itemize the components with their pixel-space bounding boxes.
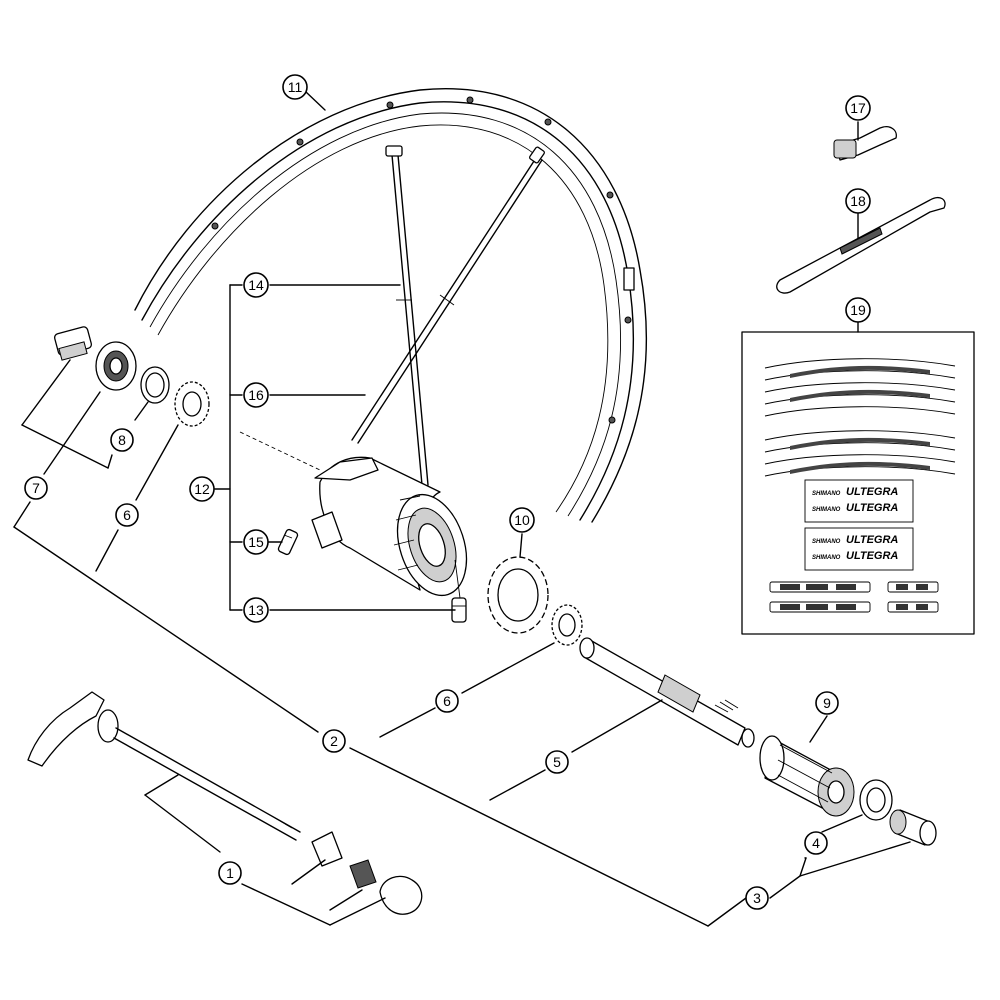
svg-text:1: 1	[226, 865, 234, 881]
svg-text:12: 12	[194, 481, 210, 497]
svg-text:18: 18	[850, 193, 866, 209]
leader-lines	[13, 91, 911, 927]
callout-16: 16	[243, 382, 269, 408]
hub-body	[239, 431, 468, 597]
decal-brand-3: SHIMANO	[812, 539, 841, 545]
svg-text:7: 7	[32, 480, 40, 496]
callout-18: 18	[845, 188, 871, 214]
callout-11: 11	[282, 74, 308, 100]
svg-text:17: 17	[850, 100, 866, 116]
callout-13: 13	[243, 597, 269, 623]
callout-5: 5	[545, 750, 569, 774]
svg-text:8: 8	[118, 432, 126, 448]
spokes	[351, 145, 545, 486]
svg-text:9: 9	[823, 695, 831, 711]
callout-14: 14	[243, 272, 269, 298]
spacer-4	[859, 779, 893, 821]
decal-model-4: ULTEGRA	[846, 550, 898, 562]
callout-6-right: 6	[435, 689, 459, 713]
cone	[95, 341, 137, 391]
dust-washer-6-right	[551, 604, 583, 646]
svg-text:6: 6	[443, 693, 451, 709]
svg-text:6: 6	[123, 507, 131, 523]
callout-6-left: 6	[115, 503, 139, 527]
svg-text:14: 14	[248, 277, 264, 293]
callout-17: 17	[845, 95, 871, 121]
locknut-assembly	[53, 326, 93, 361]
callout-7: 7	[24, 476, 48, 500]
decal-model-2: ULTEGRA	[846, 502, 898, 514]
lock-ring-10	[487, 556, 549, 634]
svg-text:5: 5	[553, 754, 561, 770]
tool-17	[833, 126, 897, 161]
spacer-ring-8	[140, 366, 170, 404]
callout-10: 10	[509, 507, 535, 533]
decal-brand-4: SHIMANO	[812, 555, 841, 561]
decal-model-1: ULTEGRA	[846, 486, 898, 498]
svg-text:11: 11	[288, 79, 303, 95]
quick-release-skewer	[27, 691, 423, 915]
hub-axle	[579, 637, 755, 748]
tool-18	[776, 196, 946, 294]
callout-1: 1	[218, 861, 242, 885]
spoke-nipple-15	[277, 528, 299, 556]
freehub-body	[759, 735, 855, 817]
svg-text:16: 16	[248, 387, 264, 403]
small-decals	[769, 581, 939, 613]
callout-2: 2	[322, 729, 346, 753]
callout-3: 3	[745, 886, 769, 910]
rim	[134, 88, 648, 523]
callout-19: 19	[845, 297, 871, 323]
decal-model-3: ULTEGRA	[846, 534, 898, 546]
svg-text:19: 19	[850, 302, 866, 318]
decal-brand-2: SHIMANO	[812, 507, 841, 513]
locknut-3	[889, 809, 937, 846]
callout-12: 12	[189, 476, 215, 502]
valve-hole	[623, 267, 635, 291]
svg-text:4: 4	[812, 835, 820, 851]
svg-text:15: 15	[248, 534, 264, 550]
decal-brand-1: SHIMANO	[812, 491, 841, 497]
callout-9: 9	[815, 691, 839, 715]
callout-15: 15	[243, 529, 269, 555]
svg-text:2: 2	[330, 733, 338, 749]
svg-text:10: 10	[514, 512, 530, 528]
svg-text:13: 13	[248, 602, 264, 618]
decal-sheet: SHIMANO ULTEGRA SHIMANO ULTEGRA SHIMANO …	[741, 331, 975, 635]
callout-8: 8	[110, 428, 134, 452]
svg-text:3: 3	[753, 890, 761, 906]
callout-4: 4	[804, 831, 828, 855]
dust-washer-6-left	[174, 381, 210, 427]
